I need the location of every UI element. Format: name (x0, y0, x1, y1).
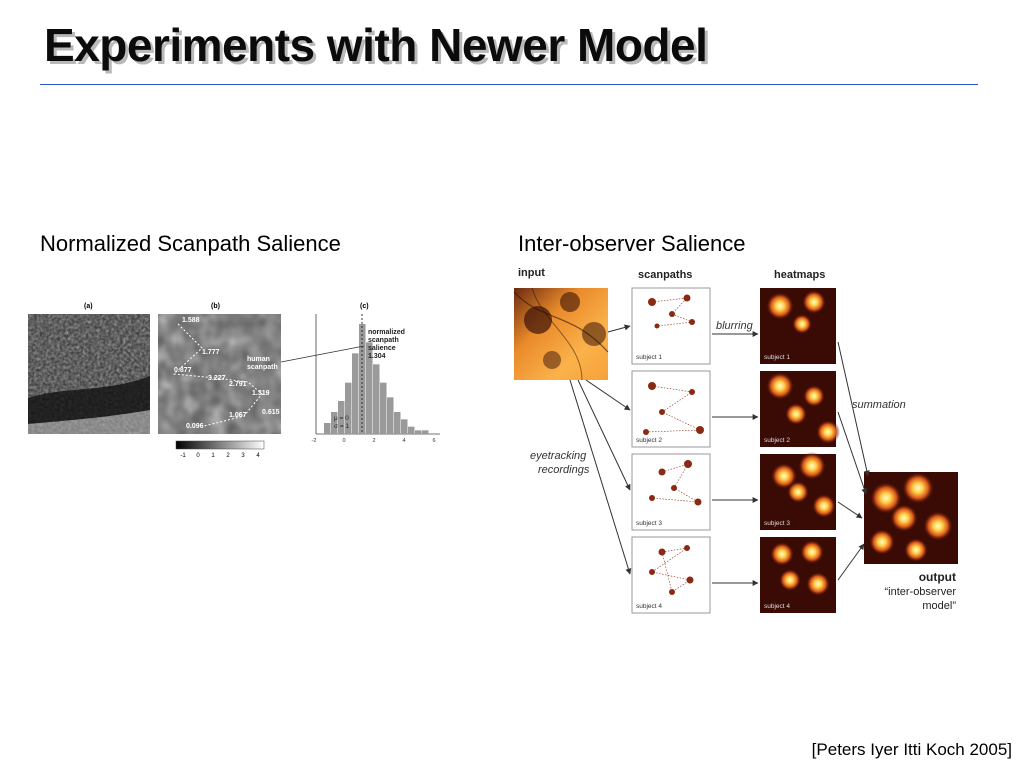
hist-tick: -2 (312, 438, 317, 444)
hist-tick: 2 (372, 438, 375, 444)
panel-label-a: (a) (84, 303, 93, 310)
eyetracking-label: eyetracking (530, 450, 587, 462)
column-label-input: input (518, 267, 545, 279)
hist-tick: 4 (402, 438, 405, 444)
output-subtitle: “inter-observer (884, 586, 956, 598)
colorbar-tick: 4 (256, 453, 260, 459)
heatmap-subject-label: subject 2 (764, 437, 790, 444)
hist-tick: 6 (432, 438, 435, 444)
colorbar-tick: 3 (241, 453, 245, 459)
sigma-label: σ = 1 (334, 423, 349, 430)
histogram-bar (380, 382, 387, 434)
summation-label: summation (852, 399, 906, 411)
histogram-bar (401, 419, 408, 434)
aerial-image (28, 314, 150, 434)
heatmap-subject-label: subject 3 (764, 520, 790, 527)
fixation-value: 1.067 (229, 412, 247, 419)
histogram-bar (422, 430, 429, 434)
histogram-bar (324, 423, 331, 434)
right-heading: Inter-observer Salience (518, 231, 746, 256)
citation: [Peters Iyer Itti Koch 2005] (811, 740, 1012, 759)
panel-label-b: (b) (211, 303, 220, 310)
input-image (513, 287, 609, 381)
hist-tick: 0 (342, 438, 345, 444)
human-label: human (247, 356, 270, 363)
output-heatmap (864, 472, 958, 564)
nss-pointer-line (280, 345, 365, 363)
column-label-scanpaths: scanpaths (638, 269, 692, 281)
histogram-bar (387, 397, 394, 434)
histogram-bar (373, 364, 380, 434)
nss-figure: (a) (b) 1.588 1.777 0.877 3.227 2.791 1.… (28, 303, 440, 459)
colorbar-tick: 2 (226, 453, 230, 459)
histogram-bar (394, 412, 401, 434)
saliency-map (158, 314, 281, 434)
scanpath-subject-label: subject 1 (636, 354, 662, 361)
scanpath-subject-label: subject 2 (636, 437, 662, 444)
slide-title: Experiments with Newer Model (44, 19, 708, 71)
nss-value: 1.304 (368, 353, 386, 360)
heatmap-panels (760, 288, 840, 613)
fixation-value: 2.791 (229, 381, 247, 388)
left-heading: Normalized Scanpath Salience (40, 231, 341, 256)
colorbar-tick: 1 (211, 453, 215, 459)
histogram-bar (352, 353, 359, 434)
panel-label-c: (c) (360, 303, 369, 310)
fixation-value: 0.877 (174, 367, 192, 374)
fixation-value: 0.096 (186, 423, 204, 430)
histogram-bar (345, 382, 352, 434)
scanpath-panels (631, 287, 711, 614)
inter-observer-figure: input scanpaths heatmaps subjec (513, 267, 958, 614)
histogram-bar (415, 430, 422, 434)
histogram-bar (408, 426, 415, 434)
nss-label: normalized (368, 329, 405, 336)
mu-label: μ = 0 (334, 415, 349, 422)
heatmap-subject-label: subject 1 (764, 354, 790, 361)
fixation-value: 3.227 (208, 375, 226, 382)
fixation-value: 1.588 (182, 317, 200, 324)
column-label-heatmaps: heatmaps (774, 269, 825, 281)
output-subtitle: model” (922, 600, 956, 612)
histogram-bar (338, 401, 345, 434)
colorbar (175, 440, 265, 450)
recordings-label: recordings (538, 464, 590, 476)
title-divider (40, 84, 978, 85)
scanpath-label: scanpath (247, 364, 278, 371)
output-label: output (919, 570, 956, 584)
fixation-value: 0.615 (262, 409, 280, 416)
colorbar-tick: -1 (180, 453, 186, 459)
scanpath-subject-label: subject 4 (636, 603, 662, 610)
nss-label: scanpath (368, 337, 399, 344)
heatmap-subject-label: subject 4 (764, 603, 790, 610)
nss-label: salience (368, 345, 396, 352)
pipeline-arrows (569, 324, 870, 586)
fixation-value: 1.777 (202, 349, 220, 356)
histogram-bar (366, 342, 373, 434)
colorbar-tick: 0 (196, 453, 200, 459)
blurring-label: blurring (716, 320, 754, 332)
scanpath-subject-label: subject 3 (636, 520, 662, 527)
fixation-value: 1.319 (252, 390, 270, 397)
histogram-bar (331, 412, 338, 434)
